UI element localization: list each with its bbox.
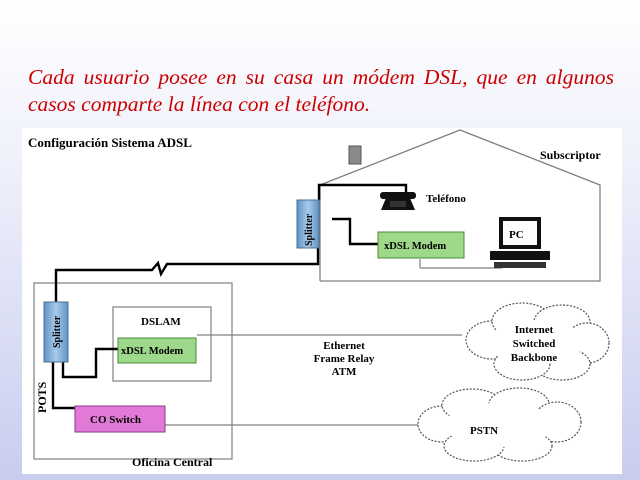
internet-label-3: Backbone <box>511 352 558 364</box>
subscriber-label: Subscriptor <box>540 148 601 162</box>
wiring <box>51 183 408 410</box>
diagram-title: Configuración Sistema ADSL <box>28 135 192 150</box>
protocol-atm: ATM <box>332 366 357 378</box>
telephone-icon <box>380 192 416 210</box>
pc-label: PC <box>509 229 524 241</box>
house-splitter-label: Splitter <box>304 213 315 246</box>
co-switch <box>74 405 166 433</box>
data-links <box>164 259 502 426</box>
telephone-label: Teléfono <box>426 193 466 205</box>
dslam-box <box>112 306 212 382</box>
pstn-cloud-icon <box>417 387 582 462</box>
central-office-label: Oficina Central <box>132 455 213 469</box>
adsl-diagram-panel: Configuración Sistema ADSL Subscriptor O… <box>22 128 622 474</box>
internet-label-2: Switched <box>513 338 556 350</box>
house-modem-label: xDSL Modem <box>384 241 446 252</box>
pc-icon <box>490 217 550 268</box>
internet-label-1: Internet <box>515 324 554 336</box>
co-modem <box>117 337 197 364</box>
slide-caption: Cada usuario posee en su casa un módem D… <box>28 65 614 116</box>
house-modem <box>377 231 465 259</box>
adsl-diagram: Configuración Sistema ADSL Subscriptor O… <box>28 129 610 469</box>
protocol-frame-relay: Frame Relay <box>314 353 375 365</box>
house-splitter <box>296 199 320 249</box>
protocol-ethernet: Ethernet <box>323 340 365 352</box>
co-splitter <box>43 301 69 363</box>
chimney <box>348 145 362 165</box>
co-switch-label: CO Switch <box>90 414 141 426</box>
internet-cloud-icon <box>465 302 610 381</box>
dslam-label: DSLAM <box>141 316 181 328</box>
co-modem-label: xDSL Modem <box>121 346 183 357</box>
pots-label: POTS <box>35 381 49 413</box>
pstn-label: PSTN <box>470 425 498 437</box>
central-office-box <box>33 282 233 460</box>
subscriber-house <box>319 129 601 282</box>
co-splitter-label: Splitter <box>52 315 63 348</box>
